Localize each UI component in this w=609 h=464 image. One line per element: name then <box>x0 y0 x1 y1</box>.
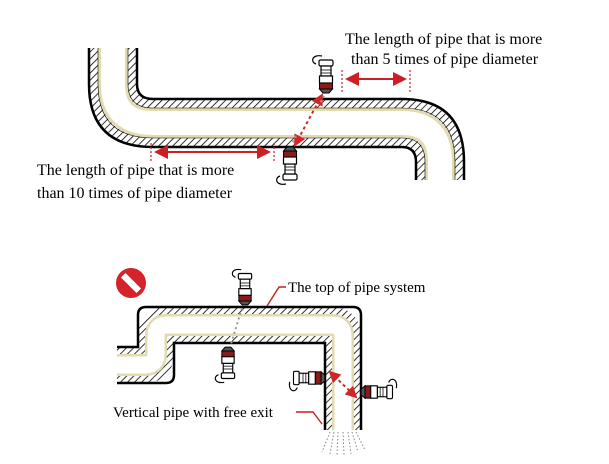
top-of-system-label: The top of pipe system <box>288 280 426 296</box>
transducer-icon <box>312 55 334 94</box>
downstream-label-line2: than 5 times of pipe diameter <box>351 51 539 68</box>
signal-path <box>328 370 358 399</box>
signal-path <box>230 307 243 345</box>
vertical-exit-label: Vertical pipe with free exit <box>113 405 274 421</box>
transducer-icon <box>360 378 398 400</box>
transducer-icon <box>214 346 236 384</box>
vertical-exit-leader <box>296 411 323 425</box>
transducer-icon <box>231 268 253 306</box>
transducer-icon <box>276 146 298 185</box>
upper-installation-diagram: The length of pipe that is more than 5 t… <box>37 31 542 202</box>
pipe-bore <box>117 316 352 430</box>
downstream-label-line1: The length of pipe that is more <box>345 31 542 48</box>
lower-installation-diagram: The top of pipe system Vertical pipe wit… <box>113 268 426 456</box>
water-spray-icon <box>321 431 366 456</box>
transducer-icon <box>288 370 326 392</box>
pipe-bore <box>101 48 452 180</box>
top-of-system-leader <box>266 286 286 307</box>
upstream-label-line1: The length of pipe that is more <box>37 162 234 179</box>
prohibited-icon <box>116 268 146 298</box>
upstream-label-line2: than 10 times of pipe diameter <box>37 185 233 202</box>
